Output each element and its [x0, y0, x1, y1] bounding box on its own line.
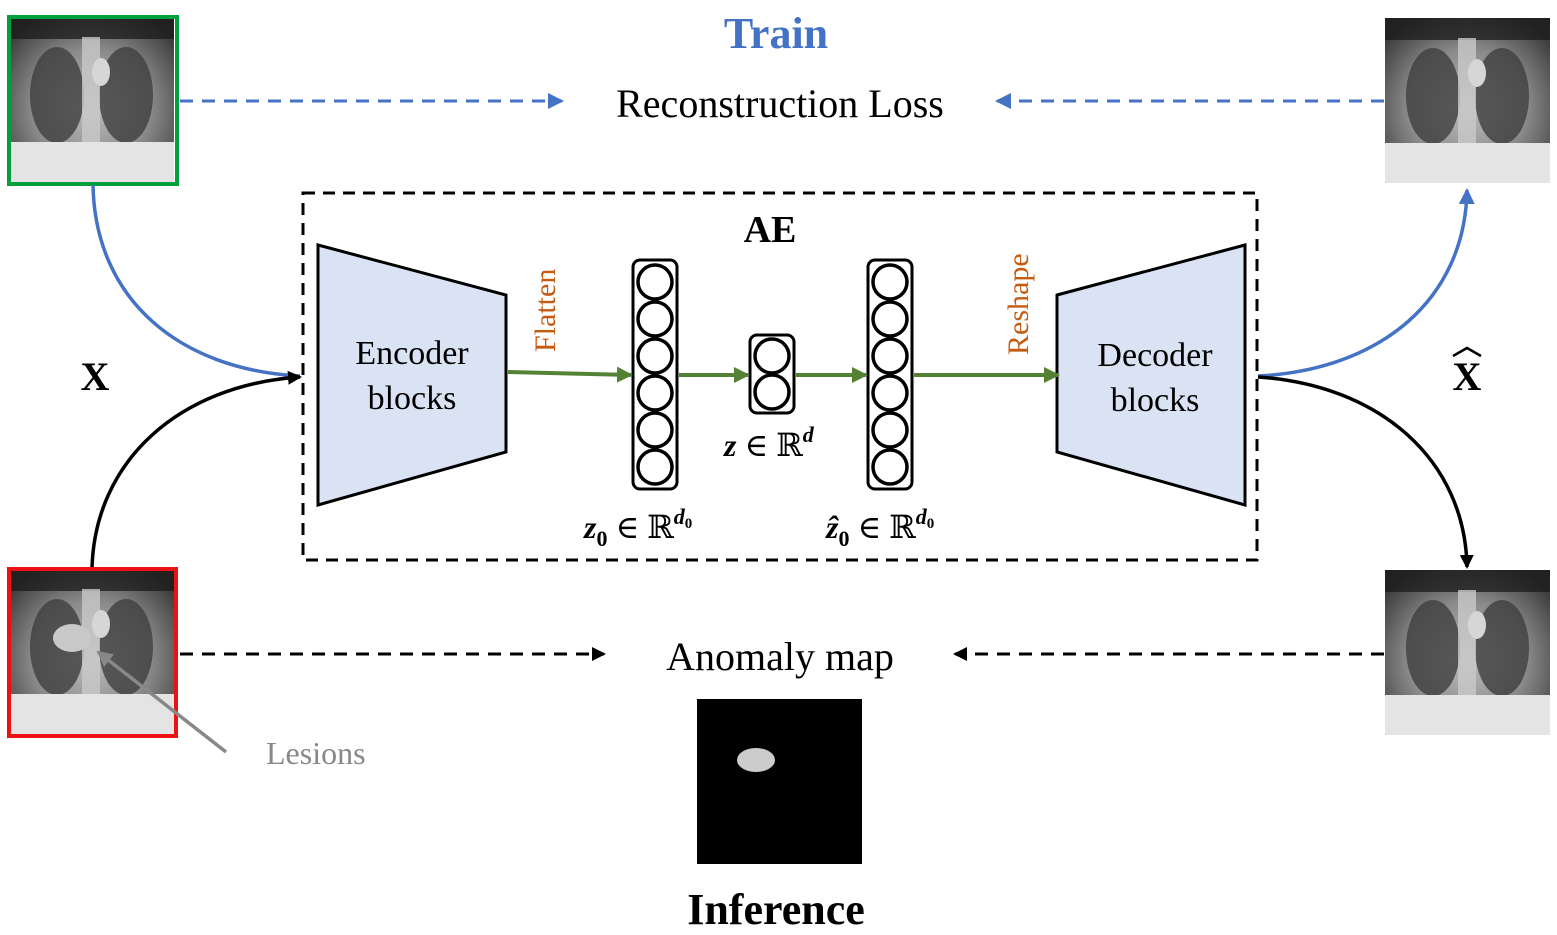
z-dim-label: z ∈ ℝd	[723, 422, 815, 463]
reconstruction-loss-label: Reconstruction Loss	[616, 81, 944, 126]
train-title: Train	[724, 9, 828, 58]
reconstructed-image-train	[1385, 18, 1550, 183]
train-input-curve	[91, 184, 301, 378]
lesion-pointer-arrow	[96, 650, 228, 754]
z-layer	[748, 333, 796, 415]
inference-title: Inference	[687, 885, 865, 934]
anomaly-map-label: Anomaly map	[666, 634, 894, 679]
z0-dim-label: z0 ∈ ℝd0	[583, 504, 692, 551]
inference-input-curve	[90, 370, 302, 569]
encoder-block	[316, 243, 508, 507]
ae-label: AE	[744, 209, 797, 251]
decoder-label-2: blocks	[1111, 382, 1200, 419]
encoder-label-1: Encoder	[355, 335, 469, 372]
train-output-curve	[1257, 188, 1475, 378]
inference-output-curve	[1257, 375, 1474, 569]
output-xhat-label: X	[1453, 354, 1482, 399]
output-hat-accent	[1452, 346, 1482, 358]
flatten-label: Flatten	[529, 269, 562, 352]
lesions-label: Lesions	[266, 735, 366, 771]
decoder-block	[1055, 243, 1247, 507]
z0-layer	[631, 258, 679, 491]
anomalous-input-image	[7, 567, 178, 738]
z0hat-dim-label: ẑ0 ∈ ℝd0	[825, 504, 934, 551]
normal-input-image	[7, 15, 179, 186]
anomaly-map-image	[697, 699, 862, 864]
encoder-label-2: blocks	[368, 380, 457, 417]
decoder-label-1: Decoder	[1097, 337, 1213, 374]
input-x-label: X	[81, 354, 110, 399]
reshape-label: Reshape	[1002, 253, 1035, 355]
z0hat-layer	[866, 258, 914, 491]
flow-arrow-flatten	[507, 366, 633, 383]
reconstructed-image-inference	[1385, 570, 1550, 735]
